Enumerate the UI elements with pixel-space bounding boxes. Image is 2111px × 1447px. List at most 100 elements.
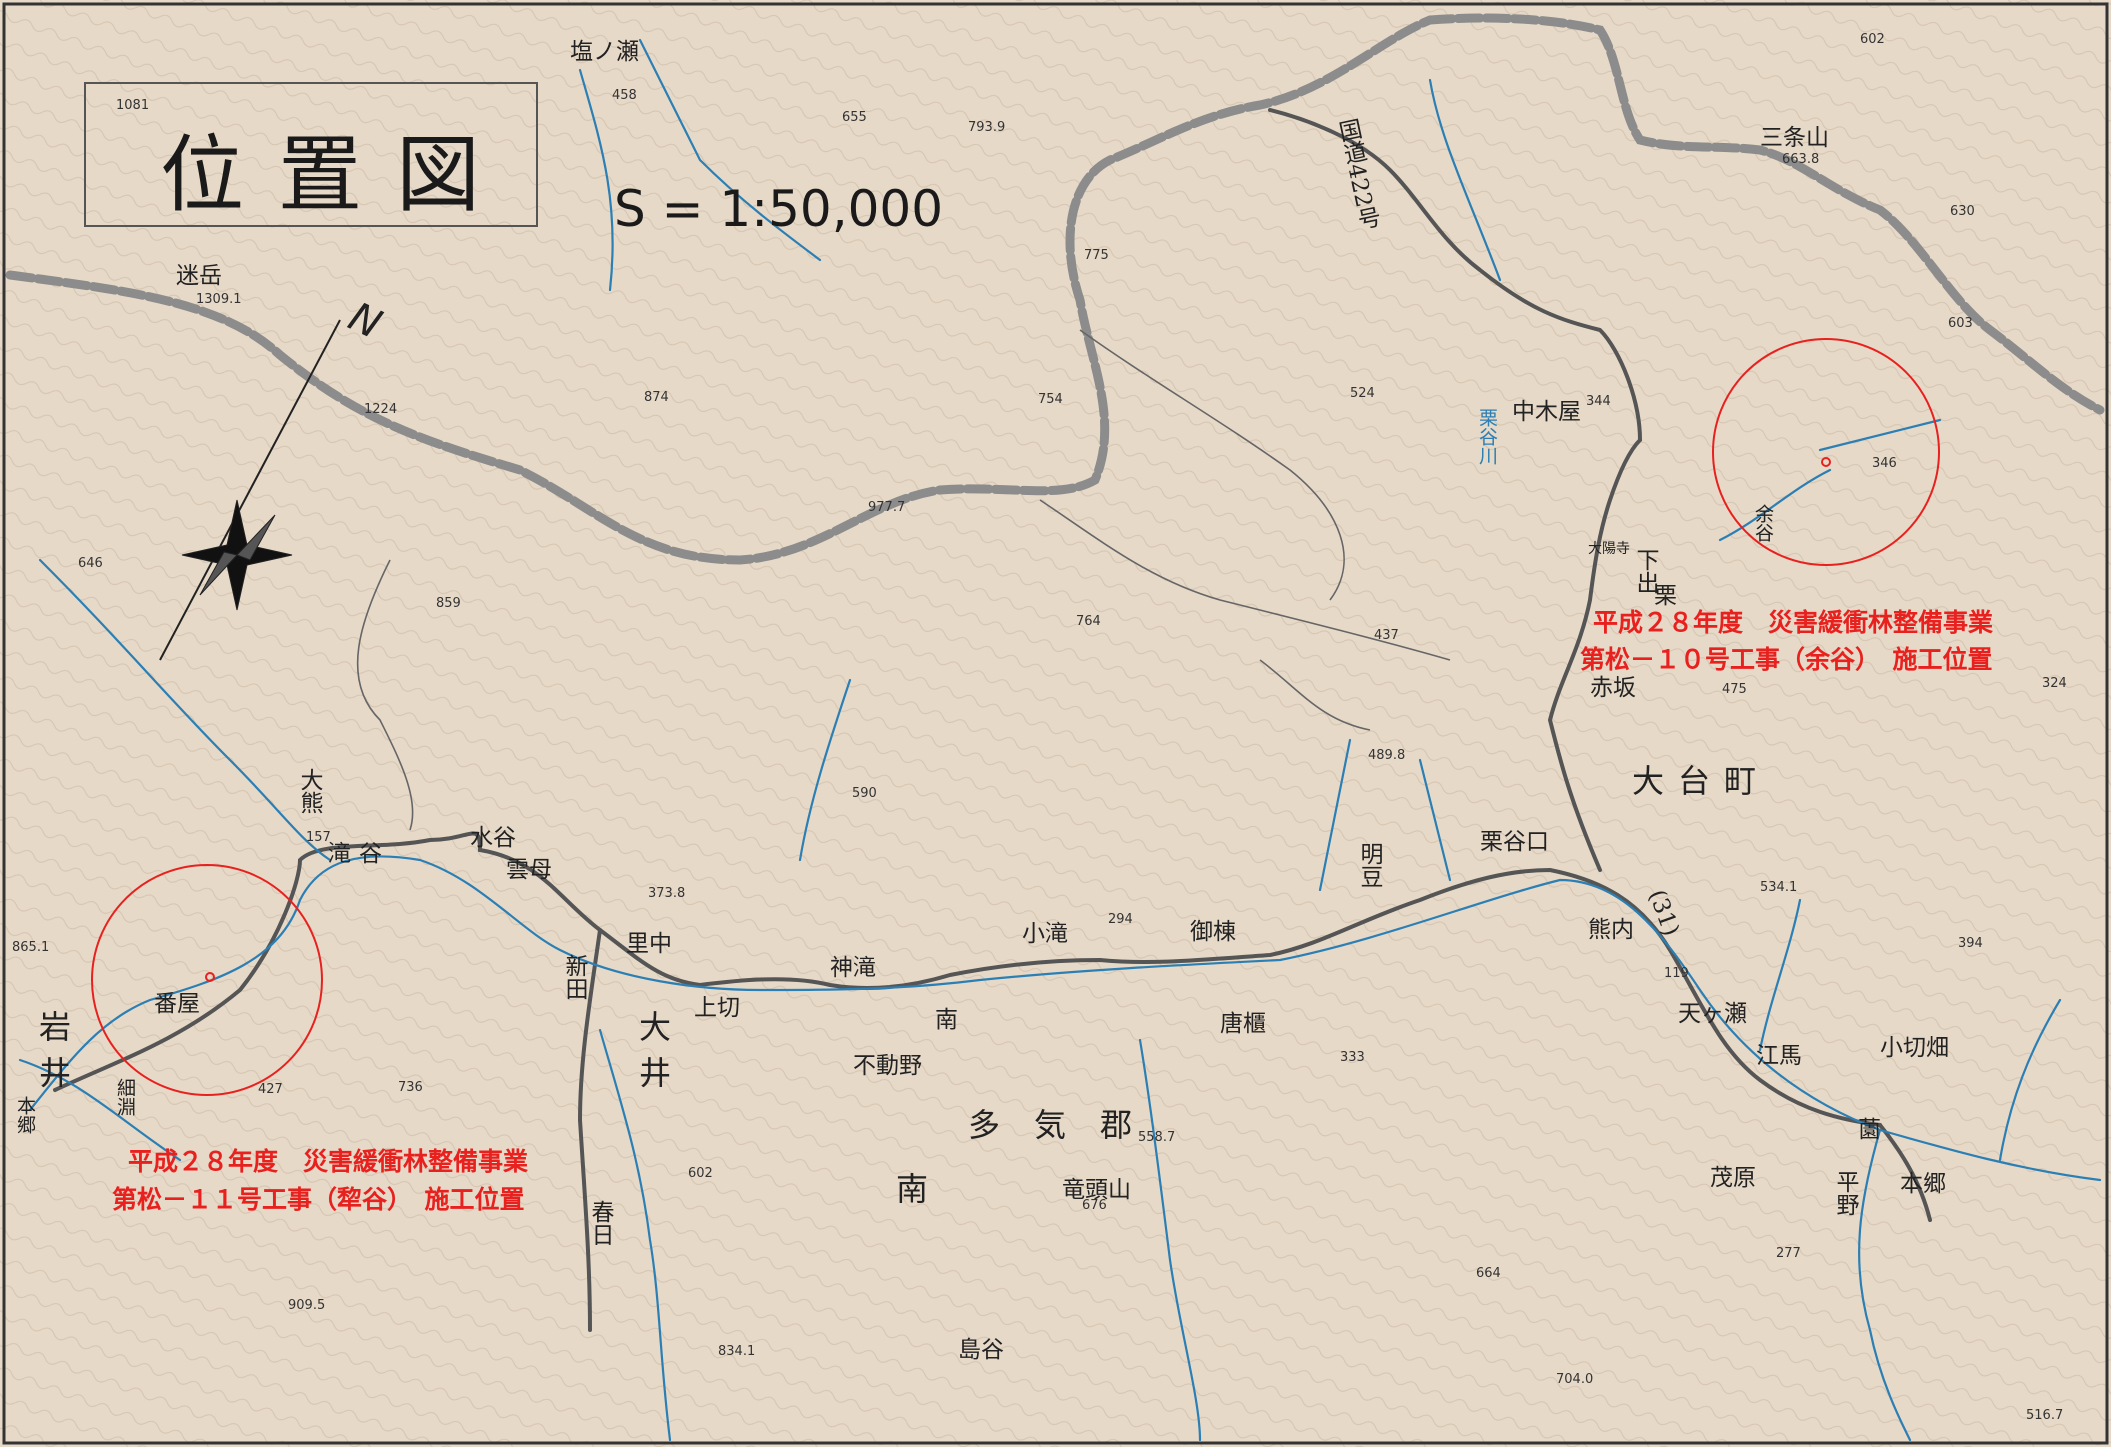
- elev: 427: [258, 1082, 283, 1097]
- place-fudono: 不動野: [853, 1053, 922, 1079]
- elev: 676: [1082, 1198, 1107, 1213]
- tracks: [356, 329, 1451, 831]
- place-ema: 江馬: [1756, 1043, 1802, 1069]
- elev: 373.8: [648, 886, 686, 901]
- compass-icon: [159, 319, 341, 661]
- elev: 602: [688, 1166, 713, 1181]
- place-banya: 番屋: [154, 991, 200, 1017]
- elev: 834.1: [718, 1344, 756, 1359]
- place-odaicho: 大台町: [1632, 762, 1771, 800]
- admin-boundary: [5, 13, 2105, 565]
- place-sanjosan: 三条山: [1760, 125, 1829, 151]
- elev: 277: [1776, 1246, 1801, 1261]
- elev: 157: [306, 830, 331, 845]
- elev: 524: [1350, 386, 1375, 401]
- place-kasugaguchi: 春日: [587, 1200, 613, 1246]
- place-iwai: 岩井: [34, 1010, 72, 1102]
- place-kamigiri: 上切: [694, 995, 740, 1021]
- elev: 1309.1: [196, 292, 242, 307]
- elev: 874: [644, 390, 669, 405]
- place-kotaki: 小滝: [1022, 921, 1068, 947]
- elev: 324: [2042, 676, 2067, 691]
- elev: 630: [1950, 204, 1975, 219]
- roads: [53, 108, 1932, 1332]
- place-myozu: 明豆: [1356, 842, 1382, 888]
- elev: 1081: [116, 98, 150, 113]
- place-mizutani: 水谷: [470, 825, 516, 851]
- site-10-line2: 第松－１０号工事（余谷） 施工位置: [1580, 645, 1993, 674]
- place-kogirihata: 小切畑: [1880, 1035, 1949, 1061]
- elev: 489.8: [1368, 748, 1406, 763]
- elev: 333: [1340, 1050, 1365, 1065]
- elev: 475: [1722, 682, 1747, 697]
- elev: 664: [1476, 1266, 1501, 1281]
- site-10-line1: 平成２８年度 災害緩衝林整備事業: [1593, 608, 1994, 637]
- place-sono: 薗: [1858, 1117, 1881, 1143]
- place-nakakiya: 中木屋: [1512, 399, 1581, 425]
- site-11-line1: 平成２８年度 災害緩衝林整備事業: [128, 1147, 529, 1176]
- place-shinden: 新田: [561, 954, 587, 1000]
- place-oi: 大井: [634, 1010, 672, 1102]
- elev: 646: [78, 556, 103, 571]
- place-shimode: 下出: [1632, 548, 1658, 594]
- elev: 558.7: [1138, 1130, 1176, 1145]
- elev: 663.8: [1782, 152, 1820, 167]
- elev: 865.1: [12, 940, 50, 955]
- elev: 516.7: [2026, 1408, 2064, 1423]
- site-10-circle: [1712, 338, 1940, 566]
- elev: 775: [1084, 248, 1109, 263]
- place-shimatani: 島谷: [958, 1337, 1004, 1363]
- place-kamitaki: 神滝: [830, 955, 876, 981]
- site-11-circle: [91, 864, 323, 1096]
- elev: 793.9: [968, 120, 1006, 135]
- rivers: [18, 38, 2102, 1442]
- place-ryuzuyama: 竜頭山: [1062, 1177, 1131, 1203]
- elev: 119: [1664, 966, 1689, 981]
- place-minami-gun: 南: [896, 1170, 943, 1208]
- place-kuri: 栗: [1654, 583, 1677, 609]
- elev: 294: [1108, 912, 1133, 927]
- map-title: 位置図: [160, 126, 515, 224]
- place-amagase: 天ヶ瀬: [1678, 1001, 1747, 1027]
- place-karabishi: 唐櫃: [1220, 1011, 1266, 1037]
- river-kuritanigawa: 栗谷川: [1476, 408, 1498, 465]
- place-mayoidake: 迷岳: [176, 263, 222, 289]
- elev: 655: [842, 110, 867, 125]
- title-frame: [84, 82, 538, 227]
- elev: 603: [1948, 316, 1973, 331]
- site-10-marker: [1821, 457, 1831, 467]
- elev: 764: [1076, 614, 1101, 629]
- elev: 754: [1038, 392, 1063, 407]
- elev: 346: [1872, 456, 1897, 471]
- place-shigehara: 茂原: [1710, 1165, 1756, 1191]
- elev: 602: [1860, 32, 1885, 47]
- place-hosobuchi: 細淵: [114, 1078, 136, 1116]
- place-yotani: 余谷: [1752, 504, 1774, 542]
- elev: 437: [1374, 628, 1399, 643]
- place-hongo-e: 本郷: [1900, 1171, 1946, 1197]
- place-hirano: 平野: [1832, 1170, 1858, 1216]
- elev: 458: [612, 88, 637, 103]
- elev: 1224: [364, 402, 398, 417]
- place-kumanouchi: 熊内: [1588, 917, 1634, 943]
- place-satonaka: 里中: [626, 931, 672, 957]
- place-kuridaniguchi: 栗谷口: [1480, 829, 1549, 855]
- elev: 859: [436, 596, 461, 611]
- place-minami: 南: [935, 1007, 958, 1033]
- place-ookuma: 大熊: [296, 768, 322, 814]
- place-shionose: 塩ノ瀬: [570, 39, 639, 65]
- place-hongo-w: 本郷: [14, 1096, 36, 1134]
- place-takitani: 滝谷: [328, 841, 390, 867]
- elev: 344: [1586, 394, 1611, 409]
- site-11-marker: [205, 972, 215, 982]
- place-akasaka: 赤坂: [1590, 675, 1636, 701]
- scale-label: S = 1:50,000: [614, 180, 944, 238]
- place-mitana: 御棟: [1190, 919, 1236, 945]
- site-11-line2: 第松－１１号工事（犂谷） 施工位置: [112, 1185, 525, 1214]
- elev: 977.7: [868, 500, 906, 515]
- elev: 704.0: [1556, 1372, 1594, 1387]
- elev: 534.1: [1760, 880, 1798, 895]
